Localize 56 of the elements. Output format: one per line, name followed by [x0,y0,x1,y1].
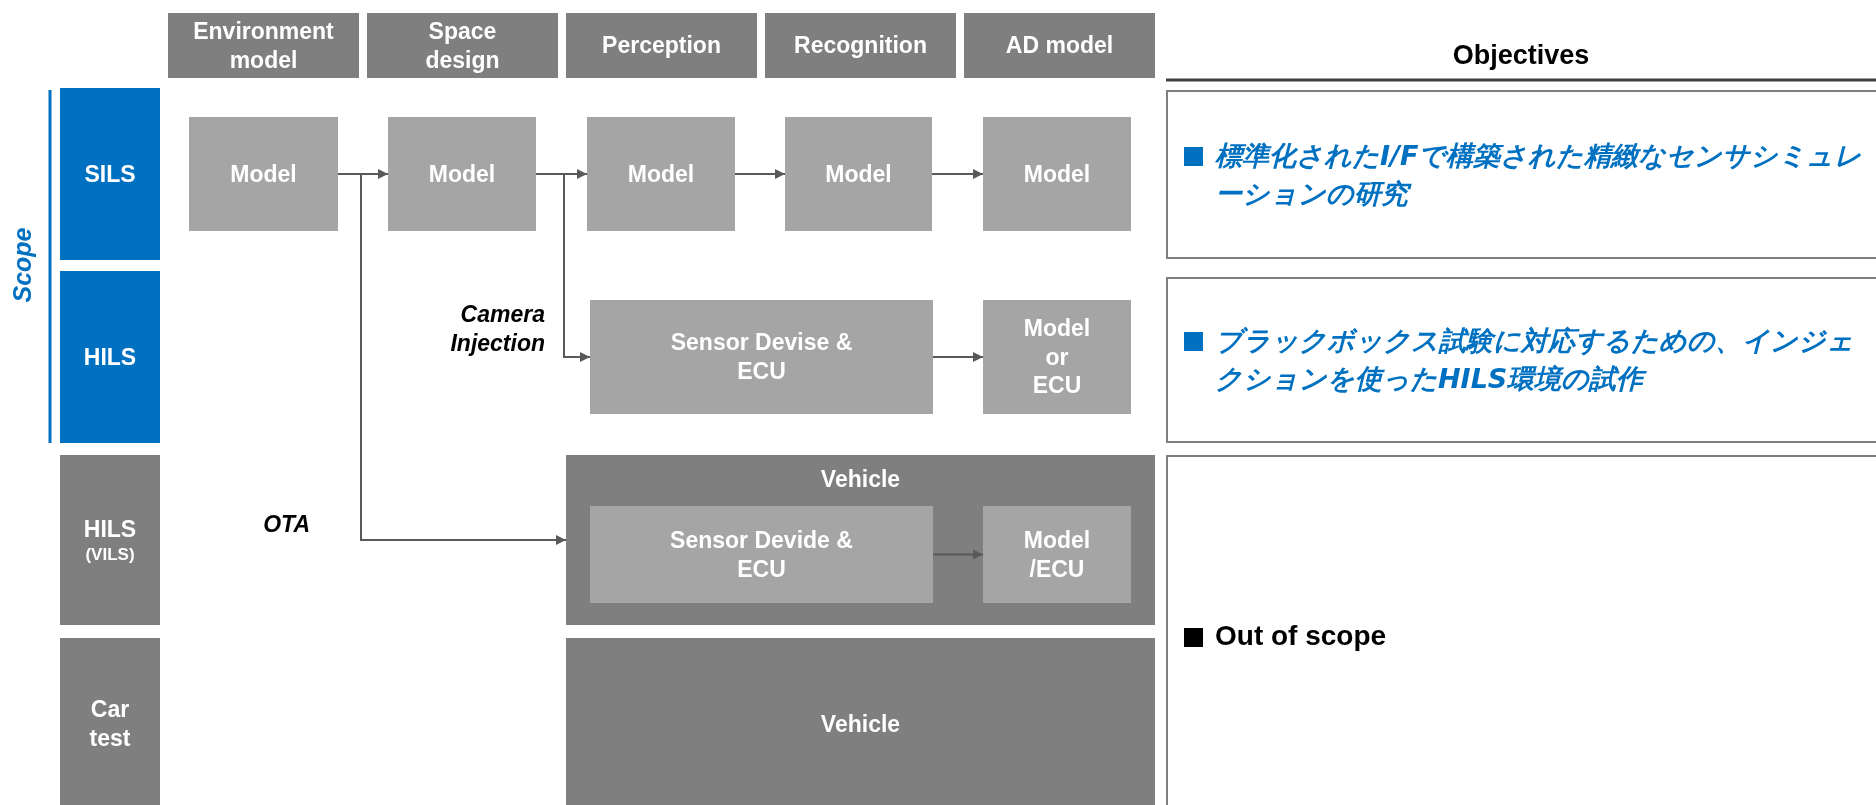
objective-text: 標準化されたI/Fで構築された精緻なセンサシミュレーションの研究 [1215,138,1864,211]
box-label: Model [627,159,695,189]
row-header [60,88,160,260]
box-label: Vehicle [820,709,901,739]
model-box [785,117,932,231]
model-box [983,117,1131,231]
arrow [931,169,984,179]
box-label: HILS [83,342,137,372]
edge-label: OTA [262,510,310,539]
row-header [60,271,160,443]
box-label: Space design [424,16,501,75]
box-label: Sensor Devide & ECU [669,525,854,584]
column-header [367,13,558,78]
model-box [587,117,735,231]
box-label: SILS [84,159,136,189]
box-label: Vehicle [820,465,901,494]
sensor-box [590,300,933,414]
sensor-box [590,506,933,603]
box-label: Recognition [794,31,927,60]
box-label: Model [230,159,297,189]
model-box [983,506,1131,603]
box-label: Model [1023,159,1091,189]
edge-label: Camera Injection [449,300,545,358]
box-label: Model [428,159,496,189]
arrow [932,549,984,560]
box-label: Sensor Devise & ECU [669,328,854,386]
box-label: AD model [1005,31,1114,60]
objective-box [1166,90,1876,259]
box-label: Model /ECU [1022,525,1092,584]
row-header [60,638,160,805]
column-header [566,13,757,78]
arrow [734,169,786,179]
scope-label: Scope [7,227,37,303]
row-header [60,455,160,625]
objective-box [1166,455,1876,805]
column-header [168,13,359,78]
box-label: Car test [88,695,132,753]
model-box [388,117,536,231]
model-box [189,117,338,231]
column-header [765,13,956,78]
vehicle-box [566,638,1155,805]
box-label: Model [825,159,892,189]
model-box [983,300,1131,414]
box-label: HILS [83,515,137,544]
box-label: Model or ECU [1022,313,1092,401]
objective-box [1166,277,1876,443]
box-sublabel: (VILS) [85,543,135,565]
column-header [964,13,1155,78]
objective-text: ブラックボックス試験に対応するための、インジェクションを使ったHILS環境の試作 [1215,324,1855,396]
column-title: Objectives [1451,40,1591,71]
arrow [535,173,591,362]
box-label: Environment model [192,16,335,75]
box-label: Perception [602,31,721,60]
objective-text: Out of scope [1215,618,1387,653]
vehicle-box [566,455,1155,625]
arrow [932,352,984,362]
